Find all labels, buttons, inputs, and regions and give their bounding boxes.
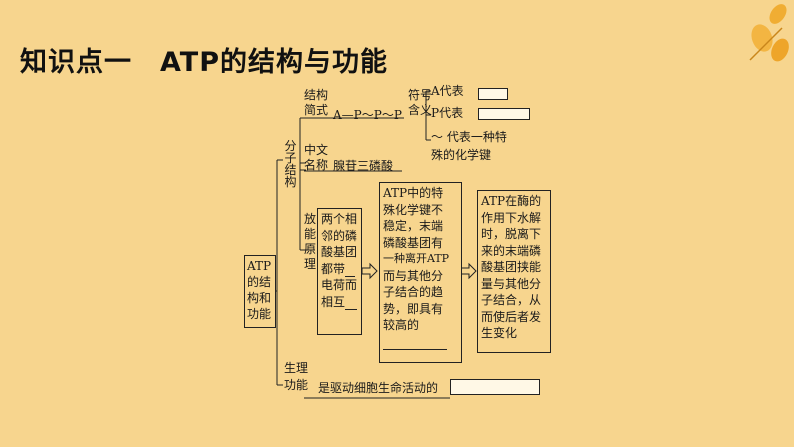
box3-line: 生变化 bbox=[481, 326, 518, 340]
box3-line: 量与其他分 bbox=[481, 276, 542, 291]
box2-line: 一种离开ATP bbox=[383, 252, 450, 265]
box3-line: 子结合，从 bbox=[481, 293, 542, 307]
chinese-name-value: 腺苷三磷酸 bbox=[333, 159, 394, 173]
arrow-icons bbox=[361, 262, 477, 280]
root-label: ATP的结构和功能 bbox=[247, 259, 272, 321]
branch-physiological-label: 生理功能 bbox=[284, 361, 309, 392]
symbol-meaning-label: 符号 含义 bbox=[408, 88, 433, 117]
box3-line: 作用下水解 bbox=[481, 210, 542, 225]
box-charge-repulsion: 两个相 邻的磷 酸基团 都带 电荷而 相互 bbox=[317, 208, 362, 335]
p-stands-blank[interactable] bbox=[478, 108, 530, 120]
box2-line: 稳定，末端 bbox=[383, 219, 444, 233]
structure-label: 结构 简式 bbox=[304, 88, 329, 117]
box1-line: 邻的磷 bbox=[321, 228, 358, 243]
box3-line: 酸基团挟能 bbox=[481, 260, 542, 274]
tilde-meaning-text: ～ 代表一种特 殊的化学键 bbox=[431, 130, 507, 162]
box2-line: 势，即具有 bbox=[383, 301, 444, 316]
box2-line bbox=[383, 334, 458, 350]
transfer-potential-blank[interactable] bbox=[383, 337, 447, 350]
atp-formula: A—P～P～P bbox=[333, 108, 402, 122]
box1-line: 两个相 bbox=[321, 212, 358, 226]
a-stands-blank[interactable] bbox=[478, 88, 508, 100]
box1-line: 都带 bbox=[321, 261, 358, 277]
box1-line: 相互 bbox=[321, 294, 358, 310]
box1-line: 酸基团 bbox=[321, 245, 358, 259]
energy-principle-label: 放能原理 bbox=[304, 212, 317, 271]
charge-blank[interactable] bbox=[345, 264, 356, 277]
branch-molecular-label: 分子结构 bbox=[284, 139, 297, 189]
box2-line: 而与其他分 bbox=[383, 268, 444, 283]
root-node: ATP的结构和功能 bbox=[244, 255, 276, 328]
a-stands-text: A代表 bbox=[431, 84, 464, 98]
autumn-leaf-icon bbox=[749, 4, 789, 62]
box3-line: 而使后者发 bbox=[481, 309, 542, 324]
box-unstable-bond: ATP中的特 殊化学键不 稳定，末端 磷酸基团有 一种离开ATP 而与其他分 子… bbox=[379, 182, 462, 363]
box3-line: ATP在酶的 bbox=[481, 194, 542, 208]
chinese-name-label: 中文 名称 bbox=[304, 143, 329, 172]
box2-line: 磷酸基团有 bbox=[383, 235, 444, 250]
p-stands-text: P代表 bbox=[431, 106, 464, 120]
box-hydrolysis: ATP在酶的 作用下水解 时，脱离下 来的末端磷 酸基团挟能 量与其他分 子结合… bbox=[477, 190, 551, 353]
function-text: 是驱动细胞生命活动的 bbox=[318, 381, 439, 395]
box2-line: 子结合的趋 bbox=[383, 285, 444, 299]
box2-line: 殊化学键不 bbox=[383, 202, 444, 217]
box1-line: 电荷而 bbox=[321, 278, 358, 292]
box2-line: ATP中的特 bbox=[383, 186, 444, 200]
box2-line: 较高的 bbox=[383, 318, 420, 332]
box3-line: 来的末端磷 bbox=[481, 243, 542, 258]
function-blank[interactable] bbox=[450, 379, 540, 395]
repel-blank[interactable] bbox=[345, 297, 358, 310]
box3-line: 时，脱离下 bbox=[481, 227, 542, 241]
page-title: 知识点一 ATP的结构与功能 bbox=[20, 47, 389, 78]
